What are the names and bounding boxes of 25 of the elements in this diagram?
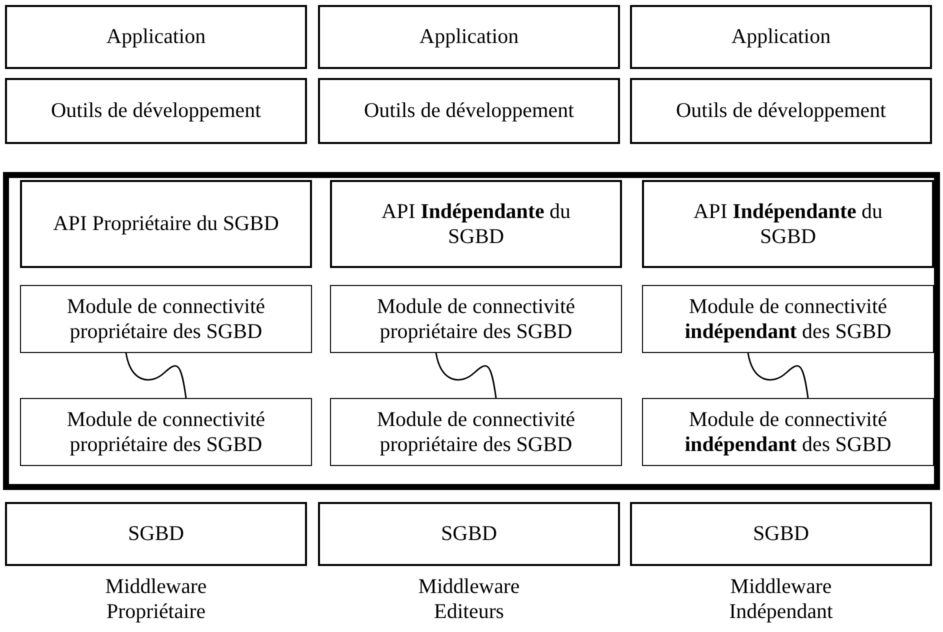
module-box: Module de connectivité indépendant des SGBD: [642, 285, 934, 353]
module-box: Module de connectivité indépendant des SGBD: [642, 398, 934, 466]
module-box: Module de connectivité propriétaire des SGBD: [20, 285, 312, 353]
application-box: Application: [318, 5, 620, 69]
wavy-connector: [747, 352, 809, 398]
database-box: SGBD: [630, 502, 932, 566]
wavy-connector: [435, 352, 497, 398]
api-box: API Indépendante du SGBD: [330, 180, 622, 268]
column-caption: Middleware Propriétaire: [104, 574, 208, 624]
wavy-connector: [125, 352, 187, 398]
frame-border: [3, 172, 940, 490]
column-caption: Middleware Editeurs: [417, 574, 521, 624]
database-box: SGBD: [5, 502, 307, 566]
application-box: Application: [630, 5, 932, 69]
tool-box: Outils de développement: [630, 78, 932, 144]
module-box: Module de connectivité propriétaire des SGBD: [330, 398, 622, 466]
column-caption: Middleware Indépendant: [728, 574, 834, 624]
database-box: SGBD: [318, 502, 620, 566]
application-box: Application: [5, 5, 307, 69]
tool-box: Outils de développement: [318, 78, 620, 144]
api-box: API Propriétaire du SGBD: [20, 180, 312, 268]
module-box: Module de connectivité propriétaire des SGBD: [20, 398, 312, 466]
module-box: Module de connectivité propriétaire des SGBD: [330, 285, 622, 353]
api-box: API Indépendante du SGBD: [642, 180, 934, 268]
tool-box: Outils de développement: [5, 78, 307, 144]
